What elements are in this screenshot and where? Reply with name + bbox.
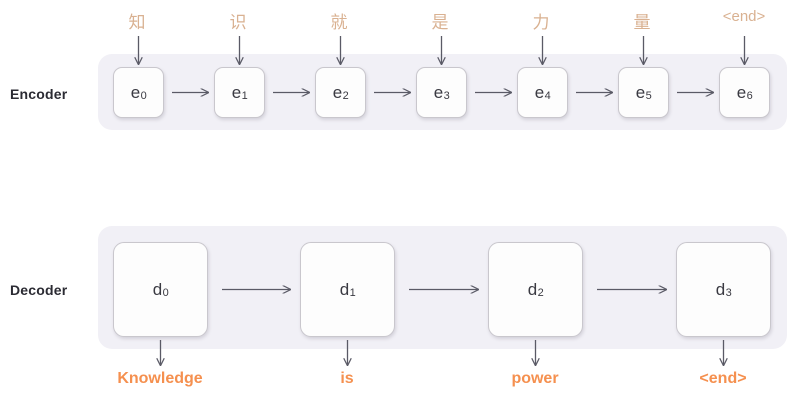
cell-subscript-label: 2: [342, 89, 349, 102]
encoder-row-label: Encoder: [10, 86, 68, 102]
decoder-output-word: power: [511, 370, 559, 387]
cell-subscript-label: 1: [349, 286, 356, 299]
cell-subscript-label: 0: [140, 89, 147, 102]
cell-subscript-label: 3: [443, 89, 450, 102]
decoder-output-word: <end>: [699, 370, 747, 387]
encoder-input-token: 知: [128, 13, 146, 32]
cell-base-label: d: [339, 279, 350, 299]
cell-subscript-label: 5: [645, 89, 652, 102]
encoder-input-token: 是: [431, 13, 449, 32]
decoder-row-label: Decoder: [10, 282, 68, 298]
cell-base-label: d: [715, 279, 726, 299]
encoder-input-token: 识: [229, 13, 247, 32]
cell-base-label: e: [534, 82, 545, 102]
cell-base-label: e: [736, 82, 747, 102]
cell-subscript-label: 0: [162, 286, 169, 299]
cell-subscript-label: 1: [241, 89, 248, 102]
decoder-panel: [98, 226, 787, 349]
cell-subscript-label: 2: [537, 286, 544, 299]
cell-subscript-label: 6: [746, 89, 753, 102]
cell-base-label: e: [332, 82, 343, 102]
cell-base-label: d: [527, 279, 538, 299]
encoder-input-token: 就: [330, 13, 348, 32]
cell-base-label: e: [433, 82, 444, 102]
cell-base-label: e: [130, 82, 141, 102]
cell-base-label: d: [152, 279, 163, 299]
cell-base-label: e: [231, 82, 242, 102]
cell-base-label: e: [635, 82, 646, 102]
decoder-output-word: Knowledge: [117, 370, 203, 387]
encoder-input-token: 量: [633, 13, 651, 32]
cell-subscript-label: 3: [725, 286, 732, 299]
cell-subscript-label: 4: [544, 89, 551, 102]
encoder-input-token: <end>: [722, 8, 766, 25]
encoder-input-token: 力: [532, 13, 550, 32]
decoder-output-word: is: [340, 370, 354, 387]
